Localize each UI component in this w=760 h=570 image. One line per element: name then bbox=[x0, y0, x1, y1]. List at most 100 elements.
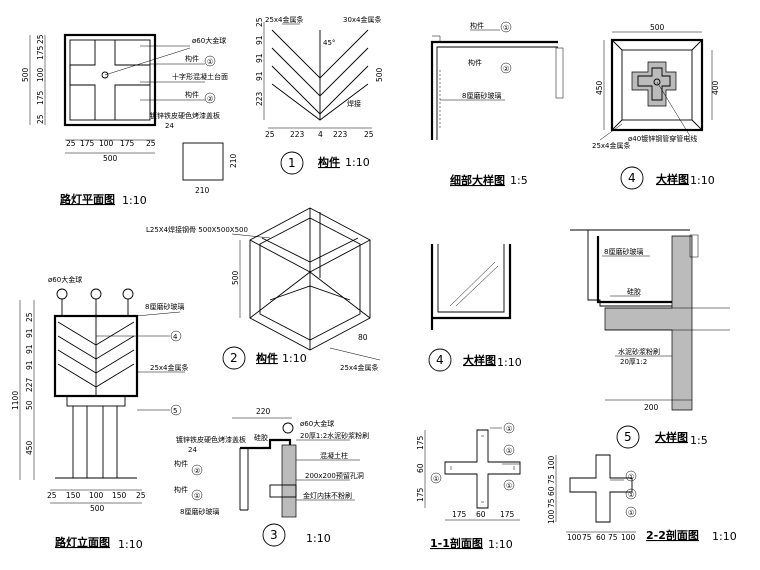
comp1-scale: 1:10 bbox=[345, 156, 370, 169]
detail4b-title: 大样图 bbox=[463, 353, 496, 367]
elev-dim-bottom-5: 25 bbox=[136, 491, 146, 500]
elev-dim-total-w: 500 bbox=[90, 504, 105, 513]
sec11-ref-2: ① bbox=[506, 447, 512, 455]
comp1-label-weld: 焊接 bbox=[347, 99, 361, 108]
detail5-title: 大样图 bbox=[655, 430, 688, 444]
sec11-cross bbox=[444, 429, 521, 509]
plan-pad bbox=[182, 142, 224, 181]
detail4-scale: 1:10 bbox=[690, 174, 715, 187]
detail3-label-glass: 8厘磨砂玻璃 bbox=[180, 507, 219, 516]
detail3-dim-top: 220 bbox=[256, 407, 271, 416]
sec11-dim-left-3: 175 bbox=[416, 487, 425, 502]
detail4-cross bbox=[631, 61, 677, 107]
comp1-title: 构件 bbox=[318, 155, 340, 169]
elev-label-glass: 8厘磨砂玻璃 bbox=[145, 302, 184, 311]
detail4-label-bar: 25x4金属条 bbox=[592, 141, 631, 150]
elev-label-ball: ø60大金球 bbox=[48, 275, 82, 284]
detail5-label-mortar: 水泥砂浆粉刷 bbox=[618, 347, 660, 356]
plan-ref2: ② bbox=[207, 95, 213, 103]
sec11-dim-bottom-3: 175 bbox=[500, 510, 515, 519]
comp1-number: 1 bbox=[288, 156, 296, 170]
comp1-dim-bottom-5: 25 bbox=[364, 130, 374, 139]
detail-top-title: 细部大样图 bbox=[450, 173, 505, 187]
plan-scale: 1:10 bbox=[122, 194, 147, 207]
detail4-dim-w: 500 bbox=[650, 23, 665, 32]
plan-dim-left-3: 100 bbox=[36, 67, 45, 82]
sec22-cross bbox=[569, 454, 633, 523]
detail3-label-plate: 镀锌铁皮硬色烤漆盖板 bbox=[176, 435, 246, 444]
sec22-dim-left-1: 100 bbox=[547, 455, 556, 470]
plan-dim-left-total: 500 bbox=[21, 67, 30, 82]
sec11-dim-bottom-1: 175 bbox=[452, 510, 467, 519]
sec11-scale: 1:10 bbox=[488, 538, 513, 551]
elev-ball-1 bbox=[56, 288, 68, 300]
sec22-ref-2: ① bbox=[628, 491, 634, 499]
detail3-ref2: ② bbox=[194, 467, 200, 475]
elev-dim-bottom-4: 150 bbox=[112, 491, 127, 500]
plan-pad-w: 210 bbox=[195, 186, 210, 195]
detail-top-label-comp2: 构件 bbox=[468, 58, 482, 67]
comp1-label-flat: 30x4金属条 bbox=[343, 15, 382, 24]
plan-outer-square bbox=[63, 33, 157, 127]
comp1-dim-left-3: 91 bbox=[255, 53, 264, 63]
sec22-ref-1: ① bbox=[628, 473, 634, 481]
detail-5-view: 8厘磨砂玻璃 硅胶 水泥砂浆粉刷 20厚1:2 200 5 大样图 1:5 bbox=[570, 229, 730, 449]
comp1-dim-bottom-4: 223 bbox=[333, 130, 348, 139]
detail4b-number-circle bbox=[428, 348, 452, 372]
detail5-dim: 200 bbox=[644, 403, 659, 412]
detail4-number: 4 bbox=[628, 171, 636, 185]
comp2-scale: 1:10 bbox=[282, 352, 307, 365]
sec11-ref-3: ① bbox=[506, 482, 512, 490]
detail3-ref1: ① bbox=[194, 492, 200, 500]
plan-label-comp2: 构件 bbox=[185, 90, 199, 99]
elev-dim-2: 91 bbox=[25, 328, 34, 338]
comp2-number: 2 bbox=[230, 351, 238, 365]
sec22-dim-left-4: 75 bbox=[547, 498, 556, 508]
sec11-ref-4: ① bbox=[433, 475, 439, 483]
plan-dim-bottom-2: 175 bbox=[80, 139, 95, 148]
sec22-dim-bottom-3: 60 bbox=[596, 533, 606, 542]
elev-scale: 1:10 bbox=[118, 538, 143, 551]
plan-view: ø60大金球 构件 ① 十字形混凝土台面 构件 ② 镀锌铁皮硬色烤漆盖板 24 … bbox=[21, 33, 238, 207]
plan-label-ball: ø60大金球 bbox=[192, 36, 226, 45]
plan-dim-bottom-4: 175 bbox=[120, 139, 135, 148]
sec22-ref-3: ① bbox=[628, 509, 634, 517]
comp1-dim-bottom-3: 4 bbox=[318, 130, 323, 139]
detail-4-view: 500 450 400 25x4金属条 ø40镀锌钢管穿管电线 4 大样图 1:… bbox=[592, 23, 720, 190]
plan-label-comp1: 构件 bbox=[185, 54, 199, 63]
elev-ref4: 4 bbox=[173, 333, 178, 341]
detail4b-scale: 1:10 bbox=[497, 356, 522, 369]
plan-dim-bottom-1: 25 bbox=[66, 139, 76, 148]
elev-dim-bottom-2: 150 bbox=[66, 491, 81, 500]
sec22-dim-bottom-1: 100 bbox=[567, 533, 582, 542]
plan-dim-bottom-5: 25 bbox=[146, 139, 156, 148]
comp2-label-bar: 25x4金属条 bbox=[340, 363, 379, 372]
comp1-dim-bottom-1: 25 bbox=[265, 130, 275, 139]
section-2-2-view: ① ① ① 100 75 60 75 100 100 75 60 75 100 … bbox=[547, 454, 737, 543]
comp1-dim-bottom-2: 223 bbox=[290, 130, 305, 139]
sec11-dim-left-2: 60 bbox=[416, 463, 425, 473]
detail-top-scale: 1:5 bbox=[510, 174, 528, 187]
elev-ball-3 bbox=[122, 288, 134, 300]
detail-top-view: 构件 ① 构件 ② 8厘磨砂玻璃 细部大样图 1:5 bbox=[430, 21, 564, 187]
elev-ref5: 5 bbox=[173, 407, 177, 415]
plan-dim-total: 500 bbox=[103, 154, 118, 163]
detail3-number-circle bbox=[262, 523, 286, 547]
plan-label-cross: 十字形混凝土台面 bbox=[172, 72, 228, 81]
detail-top-ref2: ② bbox=[503, 65, 509, 73]
detail-top-label-glass: 8厘磨砂玻璃 bbox=[462, 91, 501, 100]
elev-dim-4: 91 bbox=[25, 360, 34, 370]
elev-dim-3: 91 bbox=[25, 344, 34, 354]
comp1-dim-left-1: 25 bbox=[255, 17, 264, 27]
detail5-label-glass: 8厘磨砂玻璃 bbox=[604, 247, 643, 256]
comp1-dim-left-5: 223 bbox=[255, 91, 264, 106]
elev-dim-total: 1100 bbox=[11, 391, 20, 410]
comp1-dim-left-2: 91 bbox=[255, 35, 264, 45]
sec11-title: 1-1剖面图 bbox=[430, 536, 483, 550]
detail4-outer bbox=[610, 38, 704, 132]
detail4-label-pipe: ø40镀锌钢管穿管电线 bbox=[628, 134, 697, 143]
sec11-ref-1: ① bbox=[506, 425, 512, 433]
detail3-label-glue: 硅胶 bbox=[254, 433, 268, 442]
comp2-dim-h: 500 bbox=[231, 270, 240, 285]
comp1-number-circle bbox=[280, 151, 304, 175]
